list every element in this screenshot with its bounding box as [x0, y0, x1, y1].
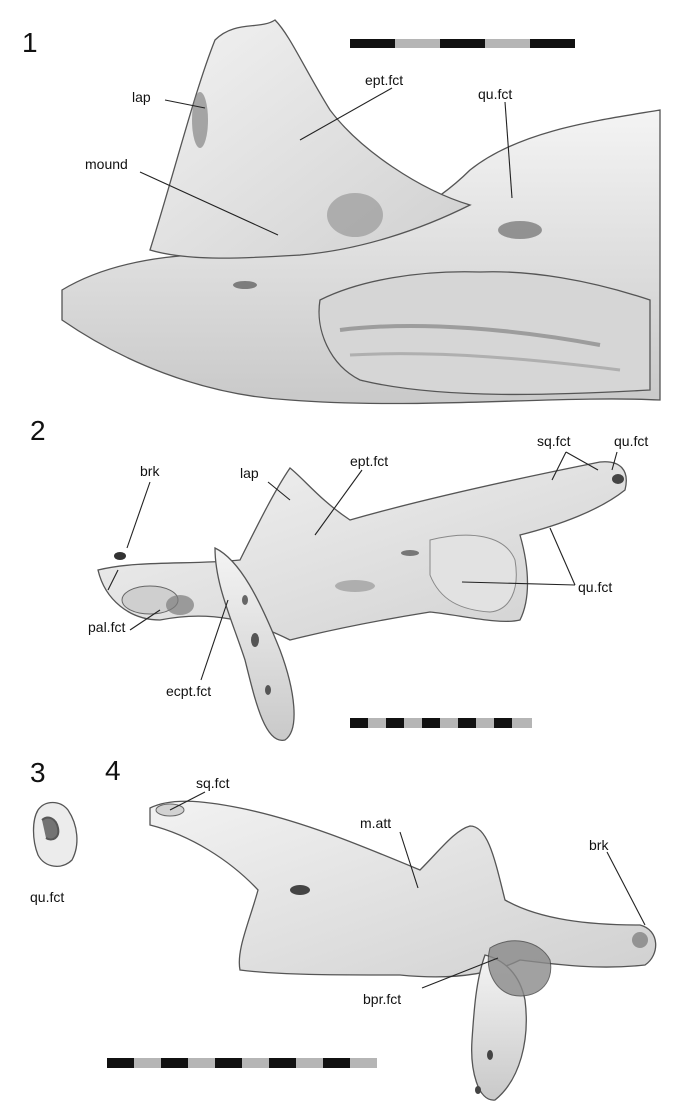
- label-qu-fct-side: qu.fct: [578, 579, 612, 595]
- label-ecpt-fct: ecpt.fct: [166, 683, 211, 699]
- bone-drawing-4: [149, 800, 657, 1101]
- label-ept-fct: ept.fct: [365, 72, 403, 88]
- panel-3: 3 qu.fct: [30, 757, 78, 905]
- panel-2: 2: [30, 415, 648, 741]
- scale-bar-1: [350, 39, 575, 48]
- label-qu-fct-top: qu.fct: [614, 433, 648, 449]
- scale-bar-2: [350, 718, 532, 728]
- label-mound: mound: [85, 156, 128, 172]
- panel-number-2: 2: [30, 415, 46, 446]
- label-brk: brk: [589, 837, 609, 853]
- label-lap: lap: [132, 89, 151, 105]
- label-pal-fct: pal.fct: [88, 619, 125, 635]
- panel-number-1: 1: [22, 27, 38, 58]
- panel-number-3: 3: [30, 757, 46, 788]
- label-m-att: m.att: [360, 815, 391, 831]
- label-sq-fct: sq.fct: [196, 775, 230, 791]
- bone-drawing-2: [97, 461, 627, 741]
- label-bpr-fct: bpr.fct: [363, 991, 401, 1007]
- label-qu-fct: qu.fct: [478, 86, 512, 102]
- label-ept-fct: ept.fct: [350, 453, 388, 469]
- panel-number-4: 4: [105, 755, 121, 786]
- label-qu-fct: qu.fct: [30, 889, 64, 905]
- label-sq-fct: sq.fct: [537, 433, 571, 449]
- scale-bar-4: [107, 1058, 377, 1068]
- label-brk: brk: [140, 463, 160, 479]
- panel-1: 1 lap ept.fct qu.f: [22, 19, 661, 405]
- label-lap: lap: [240, 465, 259, 481]
- bone-drawing-3: [32, 801, 78, 867]
- panel-4: 4 sq.: [105, 755, 657, 1101]
- bone-drawing-1: [61, 19, 661, 405]
